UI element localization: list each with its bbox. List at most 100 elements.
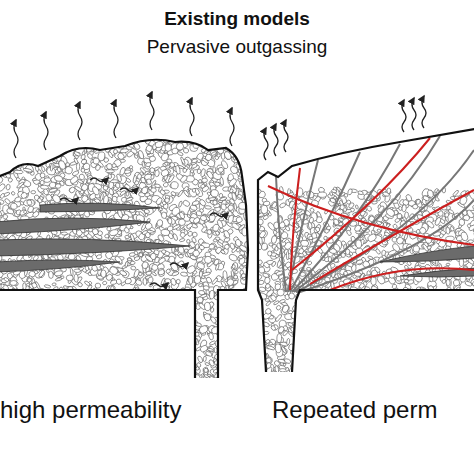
rubble-clast	[58, 337, 68, 346]
rubble-clast	[52, 283, 56, 287]
rubble-clast	[143, 323, 149, 328]
rubble-clast	[126, 136, 131, 140]
rubble-clast	[119, 298, 127, 305]
rubble-clast	[0, 367, 1, 374]
rubble-clast	[185, 299, 189, 305]
rubble-clast	[72, 359, 77, 364]
rubble-clast	[116, 320, 122, 327]
rubble-clast	[8, 139, 15, 146]
rubble-clast	[0, 346, 7, 355]
rubble-clast	[42, 341, 48, 347]
rubble-clast	[197, 355, 204, 363]
rubble-clast	[8, 160, 14, 167]
rubble-clast	[84, 332, 91, 339]
rubble-clast	[128, 292, 133, 298]
rubble-clast	[40, 360, 45, 367]
rubble-clast	[122, 310, 127, 317]
rubble-clast	[86, 295, 95, 303]
rubble-clast	[56, 297, 60, 303]
rubble-clast	[0, 319, 4, 327]
rubble-clast	[226, 338, 231, 342]
rubble-clast	[238, 335, 244, 341]
rubble-clast	[228, 291, 234, 294]
rubble-clast	[164, 362, 169, 368]
rubble-clast	[93, 330, 98, 335]
rubble-clast	[25, 307, 33, 314]
rubble-clast	[67, 300, 76, 309]
rubble-clast	[78, 365, 84, 372]
rubble-clast	[96, 350, 104, 356]
rubble-clast	[233, 311, 239, 316]
rubble-clast	[71, 138, 76, 144]
rubble-clast	[228, 297, 238, 307]
rubble-clast	[112, 340, 121, 349]
rubble-clast	[80, 348, 88, 357]
rubble-clast	[1, 363, 7, 371]
rubble-clast	[229, 291, 235, 295]
rubble-clast	[30, 291, 39, 298]
rubble-clast	[125, 374, 134, 384]
rubble-clast	[239, 311, 244, 317]
rubble-clast	[25, 347, 33, 354]
rubble-clast	[38, 312, 46, 320]
rubble-clast	[167, 363, 176, 372]
rubble-clast	[28, 319, 38, 330]
rubble-clast	[0, 298, 5, 304]
rubble-clast	[223, 333, 230, 340]
rubble-clast	[112, 345, 121, 351]
rubble-clast	[131, 298, 141, 309]
rubble-clast	[119, 329, 126, 336]
rubble-clast	[232, 265, 235, 269]
rubble-clast	[24, 304, 29, 310]
rubble-clast	[134, 310, 144, 319]
rubble-clast	[28, 298, 36, 303]
rubble-clast	[161, 341, 167, 347]
rubble-clast	[108, 362, 111, 368]
rubble-clast	[52, 348, 62, 358]
rubble-clast	[116, 327, 124, 331]
rubble-clast	[81, 135, 88, 144]
rubble-clast	[116, 323, 122, 331]
rubble-clast	[14, 308, 23, 316]
rubble-clast	[166, 355, 174, 362]
rubble-clast	[99, 352, 104, 355]
rubble-clast	[220, 325, 229, 335]
rubble-clast	[218, 351, 227, 359]
rubble-clast	[125, 309, 133, 317]
rubble-clast	[141, 131, 151, 140]
rubble-clast	[124, 333, 131, 341]
rubble-clast	[112, 308, 117, 313]
rubble-clast	[95, 136, 99, 143]
rubble-clast	[188, 313, 194, 321]
rubble-clast	[7, 134, 15, 141]
rubble-clast	[226, 278, 235, 287]
rubble-clast	[240, 297, 246, 303]
rubble-clast	[225, 292, 234, 300]
rubble-clast	[4, 363, 8, 368]
rubble-clast	[161, 342, 169, 347]
rubble-clast	[42, 375, 48, 382]
rubble-clast	[238, 338, 247, 347]
rubble-clast	[175, 304, 182, 311]
rubble-clast	[16, 340, 25, 350]
rubble-clast	[114, 359, 118, 363]
rubble-clast	[156, 323, 162, 330]
rubble-clast	[101, 333, 108, 340]
rubble-clast	[235, 131, 243, 141]
rubble-clast	[46, 302, 53, 309]
rubble-clast	[107, 358, 115, 366]
rubble-clast	[3, 277, 9, 283]
rubble-clast	[30, 372, 36, 376]
rubble-clast	[225, 337, 232, 346]
rubble-clast	[179, 133, 184, 138]
rubble-clast	[73, 373, 80, 376]
rubble-clast	[57, 133, 66, 139]
rubble-clast	[69, 371, 78, 379]
rubble-clast	[0, 336, 1, 344]
rubble-clast	[3, 308, 10, 316]
rubble-clast	[66, 275, 73, 281]
rubble-clast	[73, 332, 80, 340]
rubble-clast	[111, 300, 115, 305]
rubble-clast	[85, 360, 90, 366]
rubble-clast	[65, 355, 75, 361]
